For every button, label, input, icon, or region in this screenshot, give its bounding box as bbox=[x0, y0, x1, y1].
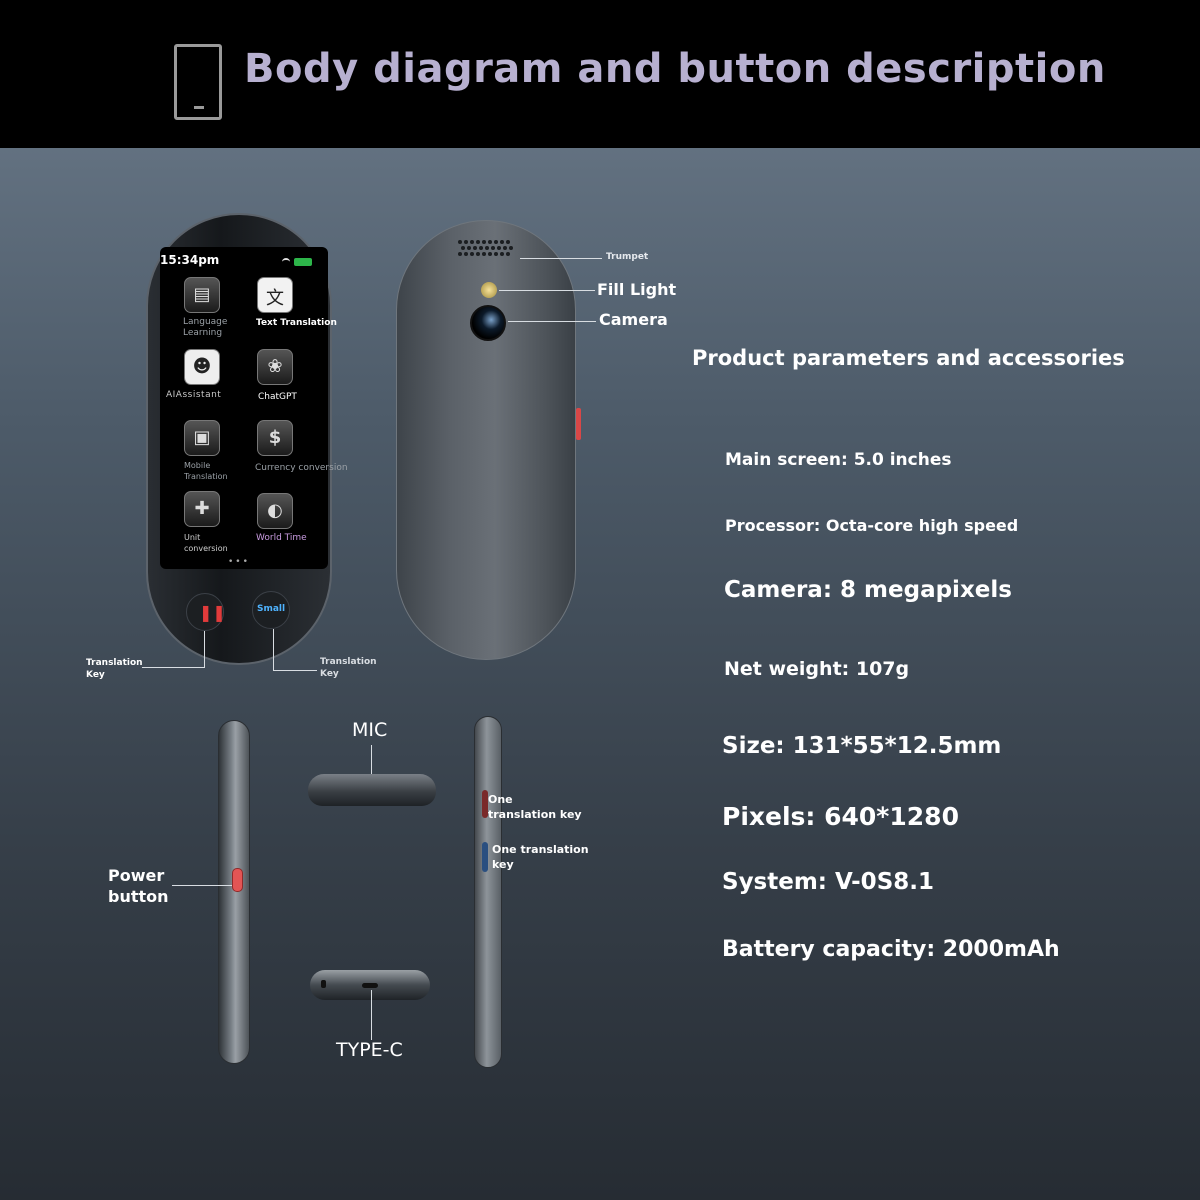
translate-icon[interactable]: 文 bbox=[257, 277, 293, 313]
app-label-chatgpt: ChatGPT bbox=[258, 392, 297, 402]
phone-side-view-right bbox=[474, 716, 502, 1068]
page-title: Body diagram and button description bbox=[244, 46, 1106, 92]
callout-line bbox=[371, 990, 372, 1040]
speaker-hole bbox=[479, 246, 483, 250]
spec-pixels: Pixels: 640*1280 bbox=[722, 802, 959, 831]
speaker-hole bbox=[488, 252, 492, 256]
translation-key-button-small[interactable]: Small bbox=[252, 591, 290, 629]
side-key-red bbox=[576, 408, 581, 440]
dollar-icon[interactable]: $ bbox=[257, 420, 293, 456]
status-icons bbox=[282, 258, 314, 266]
app-label-ai-assistant: AIAssistant bbox=[166, 390, 222, 400]
callout-line bbox=[273, 629, 274, 670]
callout-line bbox=[499, 290, 595, 291]
phone-outline-icon bbox=[174, 44, 222, 120]
one-translation-key-blue[interactable] bbox=[482, 842, 488, 872]
app-label-world-time: World Time bbox=[256, 533, 307, 543]
speaker-hole bbox=[482, 252, 486, 256]
chatgpt-icon[interactable]: ❀ bbox=[257, 349, 293, 385]
speaker-hole bbox=[485, 246, 489, 250]
callout-fill-light: Fill Light bbox=[597, 280, 677, 299]
status-time: 15:34pm bbox=[160, 253, 220, 267]
speaker-hole bbox=[470, 252, 474, 256]
speaker-hole bbox=[506, 252, 510, 256]
page-dots: ••• bbox=[228, 557, 250, 567]
speaker-hole bbox=[473, 246, 477, 250]
speaker-grill bbox=[458, 240, 516, 258]
speaker-hole bbox=[461, 246, 465, 250]
callout-translation-key-right: Translation Key bbox=[320, 657, 377, 679]
translation-key-button-red[interactable]: ❚❚ bbox=[186, 593, 226, 631]
spec-battery: Battery capacity: 2000mAh bbox=[722, 937, 1060, 962]
speaker-hole bbox=[464, 252, 468, 256]
app-label-language-learning: Language Learning bbox=[183, 317, 228, 338]
header-banner: Body diagram and button description bbox=[0, 0, 1200, 148]
spec-camera: Camera: 8 megapixels bbox=[724, 577, 1012, 603]
calculator-icon[interactable]: ✚ bbox=[184, 491, 220, 527]
spec-main-screen: Main screen: 5.0 inches bbox=[725, 450, 952, 470]
mic-hole bbox=[321, 980, 326, 988]
app-label-text-translation: Text Translation bbox=[256, 318, 337, 328]
phone-side-view-left bbox=[218, 720, 250, 1064]
speaker-hole bbox=[503, 246, 507, 250]
speaker-hole bbox=[467, 246, 471, 250]
app-label-unit-conversion: Unit conversion bbox=[184, 533, 228, 553]
callout-type-c: TYPE-C bbox=[336, 1039, 403, 1061]
callout-one-translation-key-1: One translation key bbox=[488, 793, 582, 821]
speaker-hole bbox=[497, 246, 501, 250]
speaker-hole bbox=[470, 240, 474, 244]
type-c-port-icon bbox=[362, 983, 378, 988]
callout-translation-key-left: Translation Key bbox=[86, 658, 143, 680]
spec-size: Size: 131*55*12.5mm bbox=[722, 733, 1002, 759]
spec-net-weight: Net weight: 107g bbox=[724, 658, 910, 680]
spec-system: System: V-0S8.1 bbox=[722, 869, 934, 895]
callout-line bbox=[371, 745, 372, 793]
speaker-hole bbox=[500, 240, 504, 244]
speaker-hole bbox=[458, 252, 462, 256]
clock-icon[interactable]: ◐ bbox=[257, 493, 293, 529]
one-translation-key-red[interactable] bbox=[482, 790, 488, 818]
speaker-hole bbox=[464, 240, 468, 244]
app-label-currency-conversion: Currency conversion bbox=[255, 463, 348, 473]
speaker-hole bbox=[494, 240, 498, 244]
phone-top-view bbox=[308, 774, 436, 806]
callout-power-button: Power button bbox=[108, 866, 169, 906]
callout-line bbox=[520, 258, 602, 259]
spec-processor: Processor: Octa-core high speed bbox=[725, 516, 1019, 535]
robot-icon[interactable]: ☻ bbox=[184, 349, 220, 385]
speaker-hole bbox=[494, 252, 498, 256]
callout-line bbox=[172, 885, 232, 886]
speaker-hole bbox=[488, 240, 492, 244]
speaker-hole bbox=[506, 240, 510, 244]
power-button[interactable] bbox=[232, 868, 243, 892]
speaker-hole bbox=[500, 252, 504, 256]
mobile-icon[interactable]: ▣ bbox=[184, 420, 220, 456]
speaker-hole bbox=[491, 246, 495, 250]
wifi-icon bbox=[282, 258, 290, 264]
callout-line bbox=[204, 631, 205, 667]
battery-icon bbox=[294, 258, 312, 266]
speaker-hole bbox=[509, 246, 513, 250]
callout-mic: MIC bbox=[352, 719, 388, 741]
speaker-hole bbox=[458, 240, 462, 244]
speaker-hole bbox=[476, 240, 480, 244]
camera-lens-icon bbox=[470, 305, 506, 341]
app-label-mobile-translation: Mobile Translation bbox=[184, 461, 228, 481]
book-icon[interactable]: ▤ bbox=[184, 277, 220, 313]
callout-camera: Camera bbox=[599, 310, 668, 329]
callout-line bbox=[273, 670, 317, 671]
speaker-hole bbox=[476, 252, 480, 256]
callout-line bbox=[508, 321, 596, 322]
specs-heading: Product parameters and accessories bbox=[692, 346, 1125, 370]
callout-trumpet: Trumpet bbox=[606, 252, 649, 262]
flash-light-icon bbox=[481, 282, 497, 298]
callout-one-translation-key-2: One translation key bbox=[492, 843, 589, 871]
callout-line bbox=[142, 667, 205, 668]
speaker-hole bbox=[482, 240, 486, 244]
